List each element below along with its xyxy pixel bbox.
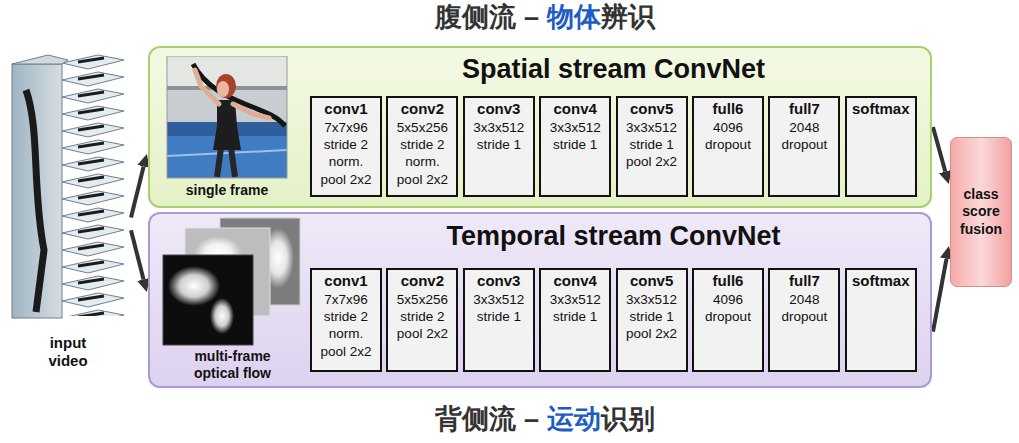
layer-params: 3x3x512 stride 1 pool 2x2 bbox=[621, 119, 683, 171]
layer-params: 7x7x96 stride 2 norm. pool 2x2 bbox=[315, 291, 377, 360]
flow-blob bbox=[210, 298, 234, 334]
stream-heading: 腹侧流 – 物体辨识 bbox=[300, 1, 790, 35]
layer-box: conv53x3x512 stride 1 pool 2x2 bbox=[616, 268, 688, 372]
layer-name: conv3 bbox=[468, 272, 530, 291]
optical-flow-pictures bbox=[160, 216, 305, 348]
heading-part: 识别 bbox=[601, 404, 655, 434]
stack-frames bbox=[62, 54, 124, 316]
image-caption: multi-frame optical flow bbox=[178, 348, 288, 382]
layer-params: 3x3x512 stride 1 pool 2x2 bbox=[621, 291, 683, 343]
single-frame: single frame bbox=[165, 56, 289, 204]
layer-params: 3x3x512 stride 1 bbox=[468, 291, 530, 326]
layer-name: conv3 bbox=[468, 100, 530, 119]
stack-figure bbox=[26, 90, 44, 312]
layer-name: conv5 bbox=[621, 100, 683, 119]
image-caption: input video bbox=[37, 334, 99, 370]
layer-params: 7x7x96 stride 2 norm. pool 2x2 bbox=[315, 119, 377, 188]
photo-ribbon bbox=[193, 64, 285, 126]
layer-name: softmax bbox=[850, 272, 912, 291]
layer-box: full72048 dropout bbox=[768, 268, 840, 372]
photo-hair bbox=[216, 74, 236, 98]
highlight-word: 物体 bbox=[547, 2, 601, 32]
fusion-box: class score fusion bbox=[950, 137, 1012, 287]
photo-legs bbox=[217, 148, 235, 177]
heading-part: 辨识 bbox=[601, 2, 655, 32]
image-caption: single frame bbox=[165, 182, 289, 199]
layer-box: conv33x3x512 stride 1 bbox=[463, 268, 535, 372]
flow-arrow bbox=[933, 259, 946, 332]
spatial-stream-band: Spatial stream ConvNet single frame conv1… bbox=[148, 46, 932, 208]
video-stack-picture bbox=[6, 50, 130, 322]
layer-box: conv43x3x512 stride 1 bbox=[539, 268, 611, 372]
layer-box: full64096 dropout bbox=[692, 268, 764, 372]
stream-title: Spatial stream ConvNet bbox=[310, 53, 917, 85]
photo-border bbox=[167, 56, 287, 178]
layer-params: 3x3x512 stride 1 bbox=[544, 119, 606, 154]
layer-box: conv53x3x512 stride 1 pool 2x2 bbox=[616, 96, 688, 197]
heading-part: 腹侧流 – bbox=[435, 2, 546, 32]
layer-params: 5x5x256 stride 2 norm. pool 2x2 bbox=[391, 119, 453, 188]
layer-name: full6 bbox=[697, 100, 759, 119]
layer-name: full7 bbox=[773, 272, 835, 291]
layer-box: conv17x7x96 stride 2 norm. pool 2x2 bbox=[310, 96, 382, 197]
photo-arm bbox=[195, 70, 219, 104]
stack-face bbox=[12, 64, 62, 318]
photo-face bbox=[217, 81, 229, 97]
heading-holder: 腹侧流 – 物体辨识 bbox=[300, 1, 790, 35]
layer-box: conv43x3x512 stride 1 bbox=[539, 96, 611, 197]
layer-name: conv5 bbox=[621, 272, 683, 291]
flow-arrow bbox=[933, 127, 945, 172]
flow-blob bbox=[168, 266, 220, 306]
layer-params: 3x3x512 stride 1 bbox=[544, 291, 606, 326]
layer-name: conv2 bbox=[391, 272, 453, 291]
layer-name: conv2 bbox=[391, 100, 453, 119]
layer-name: softmax bbox=[850, 100, 912, 119]
layer-params: 2048 dropout bbox=[773, 291, 835, 326]
input-video: input video bbox=[6, 50, 130, 372]
layer-box: conv25x5x256 stride 2 pool 2x2 bbox=[386, 268, 458, 372]
layer-params: 2048 dropout bbox=[773, 119, 835, 154]
layer-params: 3x3x512 stride 1 bbox=[468, 119, 530, 154]
layer-box: full64096 dropout bbox=[692, 96, 764, 197]
layer-params: 5x5x256 stride 2 pool 2x2 bbox=[391, 291, 453, 343]
layer-name: conv1 bbox=[315, 100, 377, 119]
layer-box: conv25x5x256 stride 2 norm. pool 2x2 bbox=[386, 96, 458, 197]
layer-box: softmax bbox=[845, 268, 917, 372]
heading-holder: 背侧流 – 运动识别 bbox=[300, 403, 790, 437]
layer-box: conv17x7x96 stride 2 norm. pool 2x2 bbox=[310, 268, 382, 372]
layer-box: conv33x3x512 stride 1 bbox=[463, 96, 535, 197]
stream-heading: 背侧流 – 运动识别 bbox=[300, 403, 790, 437]
fusion-label: class score fusion bbox=[954, 186, 1008, 239]
layer-name: conv4 bbox=[544, 100, 606, 119]
stream-title: Temporal stream ConvNet bbox=[310, 220, 917, 252]
photo-arm bbox=[233, 104, 269, 118]
temporal-stream-band: Temporal stream ConvNet multi-frame opti… bbox=[148, 212, 932, 388]
layer-name: full7 bbox=[773, 100, 835, 119]
heading-part: 背侧流 – bbox=[435, 404, 546, 434]
flow-arrow bbox=[131, 167, 144, 218]
layer-params: 4096 dropout bbox=[697, 291, 759, 326]
optical-flow: multi-frame optical flow bbox=[160, 216, 305, 384]
stack-top bbox=[12, 55, 68, 64]
layer-params: 4096 dropout bbox=[697, 119, 759, 154]
layer-box: softmax bbox=[845, 96, 917, 197]
frame-photo bbox=[165, 56, 289, 180]
layer-box: full72048 dropout bbox=[768, 96, 840, 197]
photo-court-line bbox=[167, 150, 287, 156]
flow-frame bbox=[163, 255, 253, 345]
flow-arrow bbox=[131, 230, 144, 279]
layer-name: conv4 bbox=[544, 272, 606, 291]
layer-name: full6 bbox=[697, 272, 759, 291]
layer-name: conv1 bbox=[315, 272, 377, 291]
highlight-word: 运动 bbox=[547, 404, 601, 434]
photo-wall bbox=[167, 56, 287, 178]
